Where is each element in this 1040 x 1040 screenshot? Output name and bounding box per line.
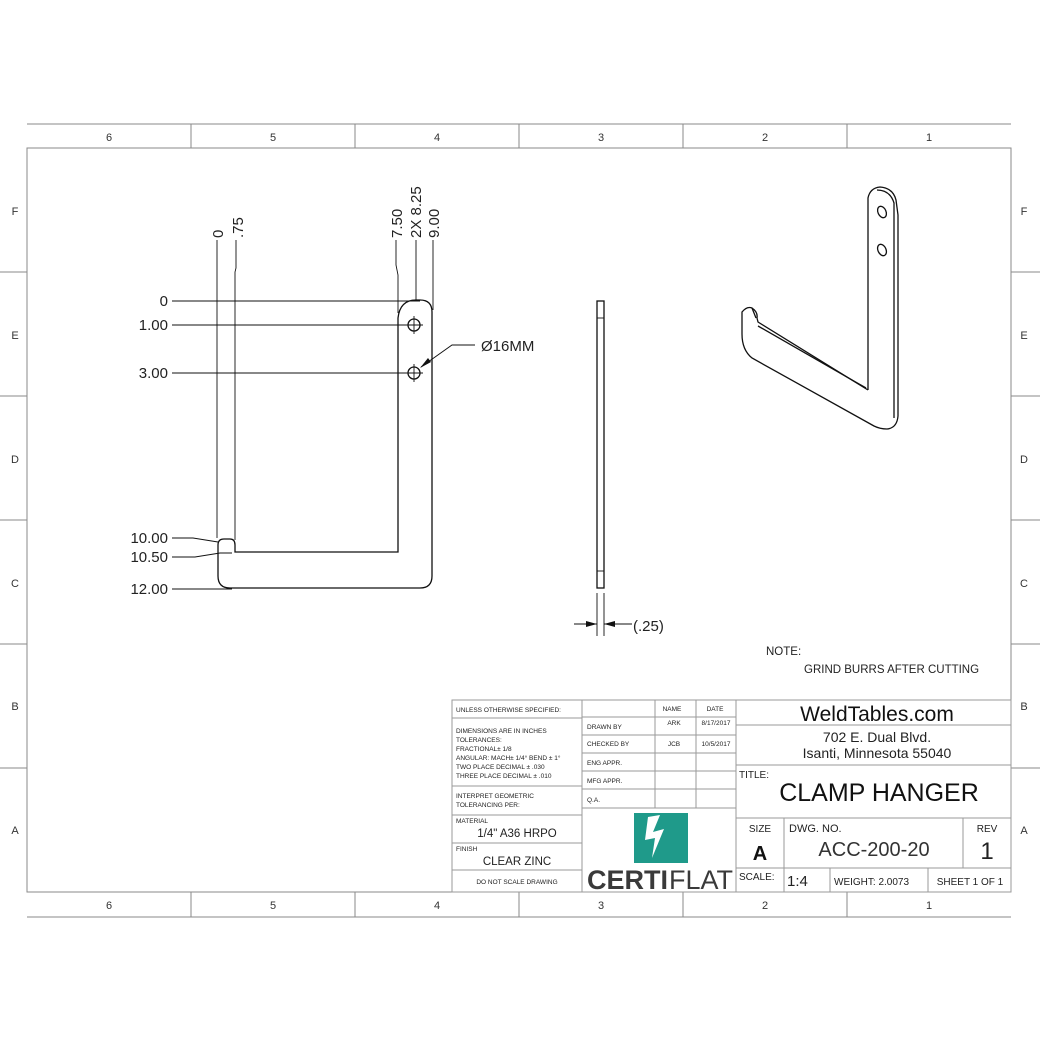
zone-col: 2 [762, 132, 768, 144]
material-value: 1/4" A36 HRPO [477, 828, 557, 840]
rev-value: 1 [980, 838, 993, 865]
drawing-title: CLAMP HANGER [779, 779, 979, 807]
dim-y-12: 12.00 [130, 581, 168, 598]
size-label: SIZE [749, 824, 772, 835]
mfg-appr-label: MFG APPR. [587, 778, 623, 785]
title-label: TITLE: [739, 770, 769, 781]
logo-bold: CERTI [587, 865, 668, 895]
title-block: UNLESS OTHERWISE SPECIFIED: DIMENSIONS A… [451, 699, 1012, 895]
zone-row: F [1021, 206, 1028, 218]
front-view: 0 .75 7.50 2X 8.25 9.00 0 1.00 3.00 10.0… [130, 186, 534, 598]
dim-x-075: .75 [230, 217, 247, 238]
zone-row: A [1020, 825, 1028, 837]
eng-appr-label: ENG APPR. [587, 760, 622, 767]
zone-col: 4 [434, 132, 440, 144]
zone-col: 3 [598, 132, 604, 144]
dim-y-1: 1.00 [139, 317, 168, 334]
dim-x-750: 7.50 [389, 209, 406, 238]
finish-label: FINISH [456, 846, 478, 853]
checked-by-name: JCB [668, 741, 680, 748]
drawn-by-label: DRAWN BY [587, 724, 622, 731]
zone-col: 4 [434, 900, 440, 912]
zone-col: 5 [270, 900, 276, 912]
do-not-scale: DO NOT SCALE DRAWING [476, 879, 557, 886]
checked-by-label: CHECKED BY [587, 741, 630, 748]
zone-col: 3 [598, 900, 604, 912]
logo-light: FLAT [669, 865, 733, 895]
dim-y-3: 3.00 [139, 365, 168, 382]
zone-row: B [11, 701, 18, 713]
zone-row: D [11, 454, 19, 466]
zone-col: 6 [106, 900, 112, 912]
date-header: DATE [707, 706, 725, 713]
dwg-no-label: DWG. NO. [789, 823, 842, 835]
tolerance-line: TWO PLACE DECIMAL ± .030 [456, 764, 545, 771]
thickness-dim: (.25) [633, 618, 664, 635]
part-outline [217, 299, 433, 589]
tolerance-line: DIMENSIONS ARE IN INCHES [456, 728, 547, 735]
tolerance-line: THREE PLACE DECIMAL ± .010 [456, 773, 552, 780]
address-line-2: Isanti, Minnesota 55040 [803, 745, 952, 761]
sheet: SHEET 1 OF 1 [937, 877, 1004, 888]
zone-row: E [11, 330, 18, 342]
zone-col: 1 [926, 132, 932, 144]
scale-value: 1:4 [787, 873, 808, 890]
zone-col: 6 [106, 132, 112, 144]
zone-row: C [1020, 578, 1028, 590]
zone-row: E [1020, 330, 1027, 342]
checked-by-date: 10/5/2017 [702, 741, 731, 748]
drawn-by-name: ARK [667, 720, 681, 727]
zone-row: C [11, 578, 19, 590]
interpret-line: TOLERANCING PER: [456, 802, 520, 809]
dim-y-10: 10.00 [130, 530, 168, 547]
finish-value: CLEAR ZINC [483, 856, 551, 868]
unless-specified: UNLESS OTHERWISE SPECIFIED: [456, 707, 561, 714]
zone-col: 2 [762, 900, 768, 912]
qa-label: Q.A. [587, 797, 600, 804]
certiflat-logo: CERTI FLAT [587, 813, 733, 895]
dim-y-105: 10.50 [130, 549, 168, 566]
drawn-by-date: 8/17/2017 [702, 720, 731, 727]
extension-lines [172, 240, 434, 590]
hole-callout-leader [420, 344, 475, 368]
zone-row: F [12, 206, 19, 218]
dwg-no-value: ACC-200-20 [818, 839, 929, 861]
zone-row: B [1020, 701, 1027, 713]
dim-x-0: 0 [210, 230, 227, 238]
interpret-line: INTERPRET GEOMETRIC [456, 793, 534, 800]
dim-x-825: 2X 8.25 [408, 186, 425, 238]
hole-callout: Ø16MM [481, 338, 534, 355]
address-line-1: 702 E. Dual Blvd. [823, 729, 931, 745]
isometric-view [741, 186, 899, 430]
note-label: NOTE: [766, 646, 801, 658]
tolerance-line: TOLERANCES: [456, 737, 502, 744]
rev-label: REV [977, 824, 998, 835]
weight: WEIGHT: 2.0073 [834, 877, 909, 888]
zone-col: 5 [270, 132, 276, 144]
tolerance-line: ANGULAR: MACH± 1/4° BEND ± 1° [456, 754, 561, 762]
name-header: NAME [663, 706, 682, 713]
zone-row: D [1020, 454, 1028, 466]
zone-row: A [11, 825, 19, 837]
material-label: MATERIAL [456, 818, 488, 825]
company-name: WeldTables.com [800, 703, 954, 726]
zone-col: 1 [926, 900, 932, 912]
dim-x-900: 9.00 [426, 209, 443, 238]
scale-label: SCALE: [739, 872, 775, 883]
tolerance-line: FRACTIONAL± 1/8 [456, 746, 512, 753]
side-view: (.25) [574, 300, 664, 636]
note-text: GRIND BURRS AFTER CUTTING [804, 664, 979, 676]
dim-y-0: 0 [160, 293, 168, 310]
size-value: A [753, 843, 767, 865]
